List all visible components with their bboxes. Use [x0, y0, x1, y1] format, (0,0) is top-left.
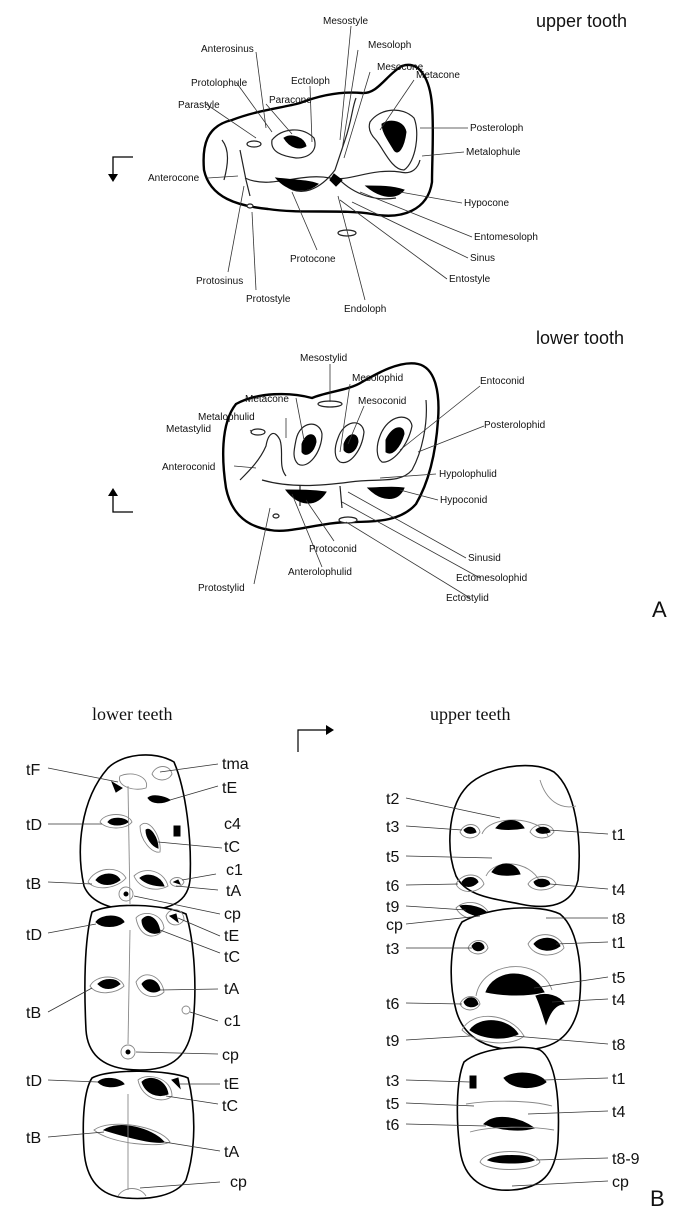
label-hypoconid: Hypoconid: [440, 495, 487, 506]
label-cp-2: cp: [222, 1047, 239, 1064]
label-tD-3: tD: [26, 1073, 42, 1090]
label-tE-1: tE: [222, 780, 237, 797]
lower-tooth-drawing: [223, 363, 438, 531]
label-metastylid: Metastylid: [166, 424, 211, 435]
label-tE-2: tE: [224, 928, 239, 945]
panel-a-letter: A: [652, 597, 667, 622]
label-tC-2: tC: [224, 949, 240, 966]
lower-teeth-caption: lower teeth: [92, 704, 172, 724]
label-t8-2: t8: [612, 1037, 625, 1054]
label-tC-3: tC: [222, 1098, 238, 1115]
label-protocone: Protocone: [290, 254, 336, 265]
label-protostylid: Protostylid: [198, 583, 245, 594]
label-tA-1: tA: [226, 883, 241, 900]
label-metacone: Metacone: [416, 70, 460, 81]
label-t9-2: t9: [386, 1033, 399, 1050]
label-entomesoloph: Entomesoloph: [474, 232, 538, 243]
label-mesoloph: Mesoloph: [368, 40, 411, 51]
label-t8-9: t8-9: [612, 1151, 640, 1168]
label-tB-3: tB: [26, 1130, 41, 1147]
label-sinusid: Sinusid: [468, 553, 501, 564]
label-tD-1: tD: [26, 817, 42, 834]
label-posteroloph: Posteroloph: [470, 123, 523, 134]
label-mesostyle: Mesostyle: [323, 16, 368, 27]
label-mesolophid: Mesolophid: [352, 373, 403, 384]
label-t6-1: t6: [386, 878, 399, 895]
label-t4-1: t4: [612, 882, 625, 899]
label-t5-2: t5: [612, 970, 625, 987]
label-t1-3: t1: [612, 1071, 625, 1088]
label-t3-2: t3: [386, 941, 399, 958]
label-anterocone: Anterocone: [148, 173, 200, 184]
label-t6-3: t6: [386, 1117, 399, 1134]
label-t3-3: t3: [386, 1073, 399, 1090]
label-posterolophid: Posterolophid: [484, 420, 545, 431]
label-metalophulid: Metalophulid: [198, 412, 255, 423]
label-cp-3: cp: [230, 1174, 247, 1191]
label-mesoconid: Mesoconid: [358, 396, 406, 407]
label-ectostylid: Ectostylid: [446, 593, 489, 604]
label-protolophule: Protolophule: [191, 78, 248, 89]
label-tB-1: tB: [26, 876, 41, 893]
upper-teeth-caption: upper teeth: [430, 704, 510, 724]
label-c4: c4: [224, 816, 241, 833]
label-anteroconid: Anteroconid: [162, 462, 215, 473]
upper-tooth-drawing: [204, 65, 433, 236]
label-tma: tma: [222, 756, 249, 773]
label-cp-upper-2: cp: [612, 1174, 629, 1191]
label-anterolophulid: Anterolophulid: [288, 567, 352, 578]
panel-b-letter: B: [650, 1186, 665, 1210]
label-ectomesolophid: Ectomesolophid: [456, 573, 527, 584]
label-sinus: Sinus: [470, 253, 495, 264]
label-t1-2: t1: [612, 935, 625, 952]
label-ectoloph: Ectoloph: [291, 76, 330, 87]
label-t1-1: t1: [612, 827, 625, 844]
label-tB-2: tB: [26, 1005, 41, 1022]
label-t4-2: t4: [612, 992, 625, 1009]
label-entostyle: Entostyle: [449, 274, 491, 285]
label-parastyle: Parastyle: [178, 100, 220, 111]
label-c1-2: c1: [224, 1013, 241, 1030]
upper-teeth-drawing: [450, 766, 581, 1191]
label-t6-2: t6: [386, 996, 399, 1013]
label-anterosinus: Anterosinus: [201, 44, 254, 55]
panel-b-orientation-arrow: [298, 725, 334, 752]
label-t2: t2: [386, 791, 399, 808]
label-cp-upper-1: cp: [386, 917, 403, 934]
label-metalophule: Metalophule: [466, 147, 521, 158]
label-hypocone: Hypocone: [464, 198, 509, 209]
label-tA-2: tA: [224, 981, 239, 998]
label-t5-1: t5: [386, 849, 399, 866]
label-endoloph: Endoloph: [344, 304, 386, 315]
label-protostyle: Protostyle: [246, 294, 291, 305]
lower-orientation-arrow: [108, 488, 133, 512]
lower-tooth-caption: lower tooth: [536, 328, 624, 348]
label-t5-3: t5: [386, 1096, 399, 1113]
label-mesostylid: Mesostylid: [300, 353, 347, 364]
label-t8-1: t8: [612, 911, 625, 928]
label-c1-1: c1: [226, 862, 243, 879]
label-cp-1: cp: [224, 906, 241, 923]
upper-orientation-arrow: [108, 157, 133, 182]
label-paracone: Paracone: [269, 95, 312, 106]
label-tC-1: tC: [224, 839, 240, 856]
lower-teeth-drawing: [80, 755, 195, 1199]
label-tA-3: tA: [224, 1144, 239, 1161]
label-t3-1: t3: [386, 819, 399, 836]
upper-tooth-caption: upper tooth: [536, 11, 627, 31]
label-t4-3: t4: [612, 1104, 625, 1121]
label-tF: tF: [26, 762, 40, 779]
label-hypolophulid: Hypolophulid: [439, 469, 497, 480]
label-protosinus: Protosinus: [196, 276, 243, 287]
label-protoconid: Protoconid: [309, 544, 357, 555]
label-tE-3: tE: [224, 1076, 239, 1093]
label-entoconid: Entoconid: [480, 376, 524, 387]
label-metacone-lower: Metacone: [245, 394, 289, 405]
label-tD-2: tD: [26, 927, 42, 944]
label-t9-1: t9: [386, 899, 399, 916]
